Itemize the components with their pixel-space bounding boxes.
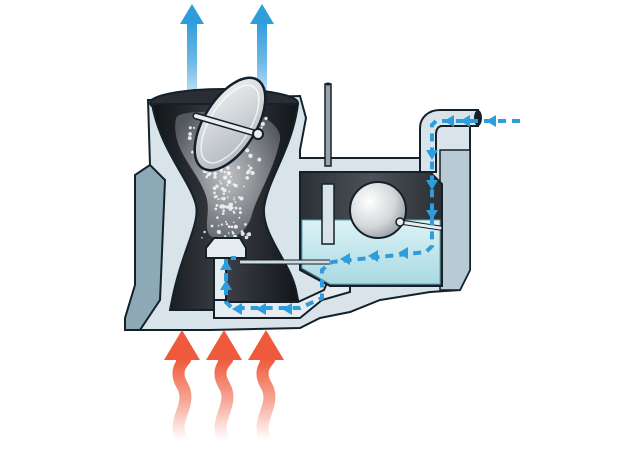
vent-pin — [324, 82, 332, 167]
mist-dot — [225, 222, 229, 226]
mist-dot — [215, 184, 219, 188]
mist-dot — [213, 191, 216, 195]
mist-dot — [213, 171, 217, 176]
mist-dot — [188, 132, 192, 136]
up-arrow-icon — [250, 4, 274, 112]
mist-dot — [246, 172, 249, 175]
mist-dot — [214, 207, 218, 211]
mist-dot — [232, 221, 235, 224]
up-arrow-icon — [180, 4, 204, 112]
mist-dot — [230, 225, 234, 229]
mist-dot — [219, 180, 221, 183]
heat-inflow-arrows — [164, 330, 284, 446]
mist-dot — [205, 175, 209, 178]
mist-dot — [192, 126, 196, 129]
mist-dot — [226, 166, 230, 170]
mist-dot — [224, 235, 227, 238]
mist-dot — [247, 232, 252, 237]
mist-dot — [231, 230, 234, 233]
float-ball — [349, 181, 407, 239]
mist-dot — [223, 176, 227, 180]
mist-dot — [240, 231, 245, 236]
mist-dot — [234, 183, 238, 188]
mist-dot — [224, 220, 227, 223]
mist-dot — [260, 126, 263, 129]
mist-dot — [229, 175, 232, 178]
mist-dot — [228, 190, 231, 193]
mist-dot — [244, 223, 247, 226]
mist-dot — [227, 179, 232, 185]
mist-dot — [220, 187, 225, 191]
mist-dot — [223, 170, 226, 174]
mist-dot — [219, 169, 223, 173]
mist-dot — [234, 206, 238, 210]
wavy-up-arrow-icon — [248, 330, 284, 446]
mist-dot — [232, 210, 235, 213]
mist-dot — [248, 153, 253, 158]
mist-dot — [222, 192, 226, 195]
mist-dot — [222, 209, 225, 212]
mist-dot — [233, 198, 235, 201]
mist-dot — [187, 136, 192, 141]
mist-dot — [242, 185, 245, 188]
mist-dot — [226, 196, 229, 199]
mist-dot — [227, 225, 231, 229]
mist-dot — [217, 224, 220, 227]
mist-dot — [215, 203, 219, 207]
mist-dot — [236, 165, 241, 170]
mist-dot — [257, 157, 262, 162]
mist-dot — [223, 190, 226, 193]
mist-dot — [221, 196, 226, 201]
fuel-nozzle — [205, 237, 351, 319]
mist-dot — [220, 223, 224, 226]
mist-dot — [188, 126, 192, 130]
mist-dot — [226, 184, 229, 187]
mist-dot — [215, 195, 219, 198]
mist-dot — [216, 216, 219, 219]
mist-dot — [220, 182, 223, 185]
mist-dot — [239, 196, 244, 201]
mist-dot — [228, 207, 233, 211]
mist-dot — [203, 230, 206, 234]
mist-dot — [222, 204, 224, 206]
mist-dot — [249, 166, 253, 170]
mist-dot — [238, 216, 241, 219]
mist-dot — [221, 204, 226, 209]
mist-dot — [245, 176, 249, 180]
mist-dot — [216, 229, 221, 234]
mist-dot — [238, 210, 242, 215]
mist-dot — [244, 235, 249, 240]
mist-dot — [212, 186, 217, 190]
mist-dot — [221, 212, 225, 215]
mist-dot — [233, 197, 235, 199]
mist-dot — [217, 198, 220, 201]
dashed-left-arrow-icon — [444, 115, 496, 127]
throttle-valve — [192, 76, 267, 172]
fuel-flow-path — [220, 115, 520, 315]
mist-dot — [246, 169, 251, 174]
mist-dot — [226, 171, 231, 176]
mist-dot — [247, 164, 250, 167]
mist-dot — [246, 233, 249, 236]
mist-dot — [227, 232, 230, 234]
mist-dot — [264, 116, 268, 121]
mist-dot — [245, 148, 250, 153]
mist-dot — [210, 224, 214, 228]
wavy-up-arrow-icon — [164, 330, 200, 446]
mist-dot — [250, 170, 255, 176]
mist-dot — [201, 236, 203, 239]
mist-dot — [233, 224, 238, 229]
wavy-up-arrow-icon — [206, 330, 242, 446]
mist-dot — [208, 172, 212, 175]
mist-dot — [260, 121, 265, 127]
mist-dot — [213, 175, 217, 179]
mist-dot — [238, 207, 242, 210]
mist-dot — [191, 150, 194, 154]
mist-dot — [234, 201, 237, 204]
air-outflow-arrows — [180, 4, 274, 112]
